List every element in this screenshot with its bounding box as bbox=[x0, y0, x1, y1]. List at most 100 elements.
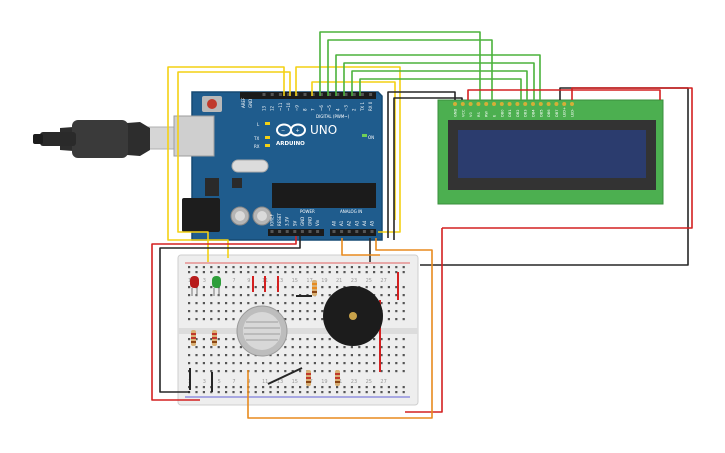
svg-text:−: − bbox=[281, 128, 285, 134]
bb-column-number-bottom: 25 bbox=[366, 379, 372, 385]
arduino-brand: ARDUINO bbox=[276, 141, 305, 147]
wire-green-db7 bbox=[319, 31, 481, 100]
resistor-4 bbox=[306, 370, 311, 386]
lcd-screen bbox=[458, 130, 646, 178]
svg-text:+: + bbox=[296, 128, 300, 134]
digital-pin-label-0: 13 bbox=[262, 105, 267, 111]
lcd-pin-label-9: DB3 bbox=[524, 109, 528, 117]
analog-pin-label-2: A2 bbox=[347, 220, 352, 226]
lcd-pin-label-1: VCC bbox=[461, 109, 465, 117]
digital-label: DIGITAL (PWM~) bbox=[316, 114, 350, 119]
digital-pin-label-10: ~3 bbox=[344, 105, 349, 111]
resistor-1 bbox=[191, 330, 196, 346]
analog-header bbox=[330, 229, 376, 236]
wire-green-db4 bbox=[343, 62, 535, 100]
led-red bbox=[190, 276, 199, 296]
bb-column-number-bottom: 7 bbox=[232, 379, 235, 385]
tx-label: TX bbox=[253, 136, 259, 141]
lcd-pin-label-7: DB1 bbox=[508, 109, 512, 117]
digital-header bbox=[240, 92, 376, 99]
bb-column-number-bottom: 15 bbox=[292, 379, 298, 385]
bb-column-number-bottom: 27 bbox=[380, 379, 386, 385]
wire-yellow-2 bbox=[311, 81, 396, 220]
bb-column-number-top: 13 bbox=[277, 278, 283, 284]
resistor-2 bbox=[212, 330, 217, 346]
digital-pin-label-6: 7 bbox=[311, 108, 316, 111]
power-pin-label-5: GND bbox=[308, 217, 313, 226]
lcd-pin-label-5: E bbox=[493, 114, 497, 117]
wire-green-db6 bbox=[327, 39, 493, 100]
wire-red-lcd bbox=[467, 89, 661, 100]
bb-column-number-top: 15 bbox=[292, 278, 298, 284]
bb-column-number-top: 1 bbox=[188, 278, 191, 284]
analog-pin-label-1: A1 bbox=[339, 220, 344, 226]
lcd-pin-label-14: LED+ bbox=[563, 107, 567, 117]
lcd-pin-label-11: DB5 bbox=[539, 109, 543, 117]
lcd-pin-label-13: DB7 bbox=[555, 109, 559, 117]
lcd-pin-label-6: DB0 bbox=[500, 109, 504, 117]
lcd-pin-label-12: DB6 bbox=[547, 109, 551, 117]
bb-column-number-bottom: 23 bbox=[351, 379, 357, 385]
wire-red-bb bbox=[442, 87, 693, 229]
wire-yellow-lcd bbox=[295, 66, 401, 233]
gnd-label: GND bbox=[248, 99, 253, 108]
bb-column-number-top: 23 bbox=[351, 278, 357, 284]
resistor-5 bbox=[335, 370, 340, 386]
analog-pin-label-5: A5 bbox=[370, 220, 375, 226]
arduino-uno-board: AREF GND DIGITAL (PWM~) L TX RX ON − + A… bbox=[173, 91, 383, 241]
wire-black-gnd bbox=[387, 91, 456, 238]
wire-green-e bbox=[351, 70, 528, 100]
power-pin-label-3: 5V bbox=[292, 220, 297, 226]
analog-pin-label-4: A4 bbox=[362, 220, 367, 226]
piezo-buzzer bbox=[323, 286, 383, 346]
analog-pin-label-3: A3 bbox=[354, 220, 359, 226]
analog-pin-label-0: A0 bbox=[332, 220, 337, 226]
wires bbox=[151, 31, 693, 419]
bb-column-number-top: 27 bbox=[380, 278, 386, 284]
wire-orange-buzzer bbox=[247, 238, 433, 419]
lcd-pin-label-0: GND bbox=[454, 109, 458, 117]
on-label: ON bbox=[368, 135, 374, 140]
lcd-pin-label-4: RW bbox=[485, 111, 489, 117]
rx-label: RX bbox=[254, 144, 260, 149]
wire-black-bb bbox=[159, 236, 301, 393]
lcd-pin-label-3: RS bbox=[477, 112, 481, 117]
bb-column-number-top: 9 bbox=[247, 278, 250, 284]
digital-pin-label-11: 2 bbox=[352, 108, 357, 111]
digital-pin-label-2: ~11 bbox=[278, 102, 283, 111]
bb-column-number-bottom: 19 bbox=[321, 379, 327, 385]
power-label: POWER bbox=[300, 209, 315, 214]
digital-pin-label-4: ~9 bbox=[294, 105, 299, 111]
arduino-logo: − + bbox=[276, 123, 306, 137]
digital-pin-label-13: RX 0 bbox=[368, 101, 373, 111]
digital-pin-label-12: TX 1 bbox=[360, 102, 365, 112]
bb-column-number-top: 3 bbox=[203, 278, 206, 284]
power-pin-label-1: RESET bbox=[277, 213, 282, 226]
digital-pin-label-3: ~10 bbox=[286, 102, 291, 111]
gas-sensor bbox=[236, 305, 288, 357]
power-jack bbox=[182, 198, 220, 232]
bb-column-number-top: 19 bbox=[321, 278, 327, 284]
wire-yellow-led2 bbox=[177, 71, 291, 262]
wire-black-2 bbox=[393, 97, 463, 240]
bb-column-number-bottom: 13 bbox=[277, 379, 283, 385]
bb-column-number-top: 21 bbox=[336, 278, 342, 284]
analog-label: ANALOG IN bbox=[340, 209, 362, 214]
usb-port bbox=[173, 115, 215, 157]
atmega-chip bbox=[272, 183, 376, 208]
lcd-pin-label-8: DB2 bbox=[516, 109, 520, 117]
l-label: L bbox=[257, 122, 260, 127]
bb-column-number-top: 7 bbox=[232, 278, 235, 284]
wire-green-db5 bbox=[335, 54, 541, 100]
lcd-pin-label-15: LED- bbox=[571, 108, 575, 117]
usb-cable bbox=[33, 120, 181, 158]
lcd-pin-label-2: V0 bbox=[469, 112, 473, 117]
power-pin-label-6: Vin bbox=[315, 219, 320, 226]
bb-column-number-bottom: 5 bbox=[218, 379, 221, 385]
wire-orange-2 bbox=[341, 238, 380, 256]
power-pin-label-0: IOREF bbox=[270, 213, 275, 226]
power-pin-label-4: GND bbox=[300, 217, 305, 226]
digital-pin-label-7: ~6 bbox=[319, 105, 324, 111]
